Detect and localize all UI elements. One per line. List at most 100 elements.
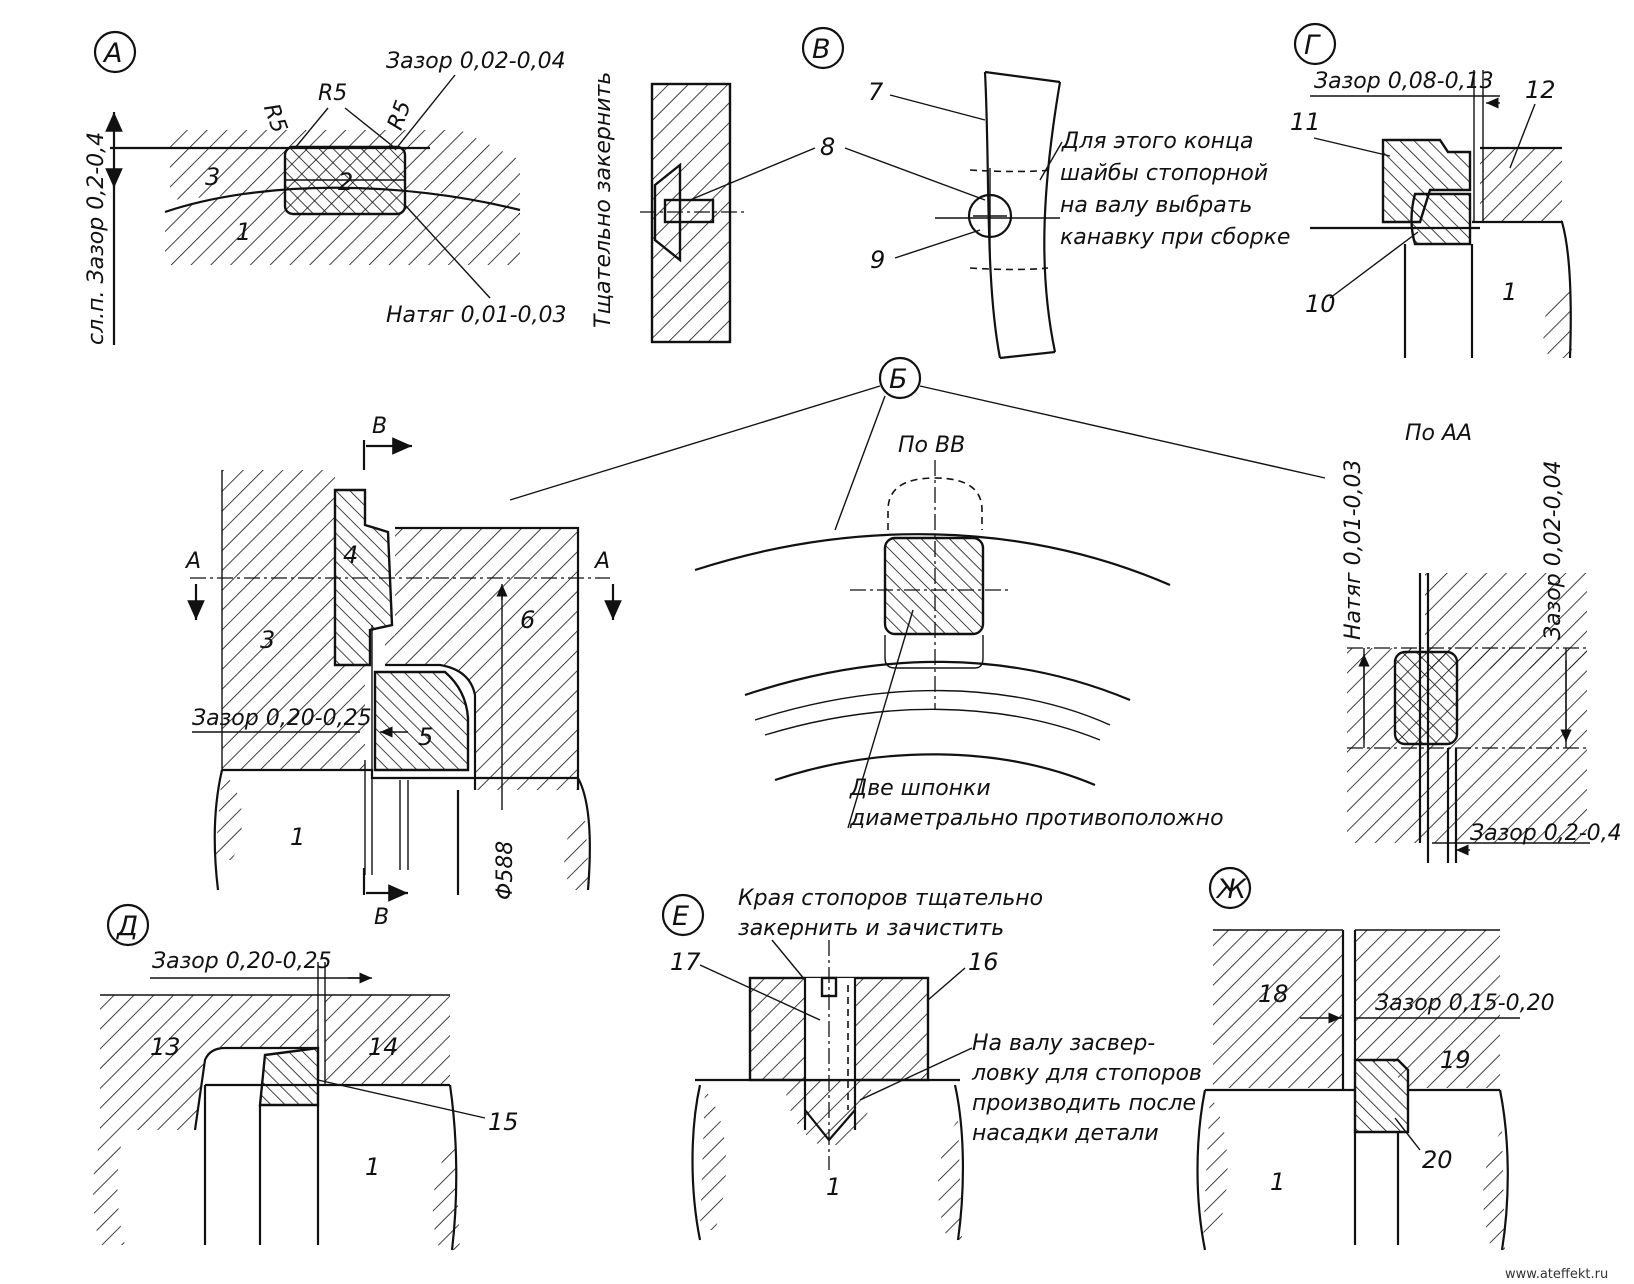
section-aa-mid-hatch: [1347, 648, 1587, 748]
view-a-part-2: 2: [338, 168, 353, 196]
view-e-part-1-label: 1: [826, 1173, 841, 1201]
view-g-part-12-hatch: [1480, 148, 1562, 223]
view-e-part-16-label: 16: [968, 948, 999, 976]
view-e-part-17-label: 17: [670, 948, 701, 976]
view-a: А Зазор 0,02-0,04 R5 R5 R5 Натяг 0,01-0,…: [84, 30, 567, 345]
view-b-leader-left: [509, 385, 881, 501]
view-a-interference: Натяг 0,01-0,03: [386, 303, 567, 328]
view-g-part-12-leader: [1509, 103, 1536, 169]
view-zh-part-20: [1353, 1058, 1410, 1134]
main-shaft-left: [213, 769, 224, 891]
view-g-part-10-label: 10: [1305, 290, 1336, 318]
main-shaft-break-left: [215, 772, 243, 860]
view-v-note-4: канавку при сборке: [1060, 225, 1290, 250]
view-v-note-2: шайбы стопорной: [1060, 161, 1268, 186]
view-d-part-1-label: 1: [365, 1153, 380, 1181]
view-e-drill-hatch: [785, 1080, 871, 1145]
section-vv-arc-4: [764, 708, 1101, 741]
view-a-body-1: [165, 187, 520, 265]
view-d-shaft-break-left: [93, 1130, 125, 1245]
view-g-shaft-break: [1543, 288, 1572, 358]
view-v-washer-right: [1043, 81, 1062, 353]
view-v-part-7-leader: [889, 94, 986, 121]
view-b-header: Б: [509, 356, 1326, 531]
section-vv: По ВВ Две шпонки диаметрально противопол…: [694, 433, 1224, 831]
view-d-shaft-step: [193, 1046, 318, 1131]
view-e-part-17-leader: [699, 964, 821, 1021]
view-e-drill-1: На валу засвер-: [972, 1031, 1155, 1056]
view-v-washer: [985, 72, 1060, 358]
section-aa-interference: Натяг 0,01-0,03: [1341, 459, 1366, 640]
view-a-part-1: 1: [236, 218, 251, 246]
section-aa-gap-right: Зазор 0,02-0,04: [1541, 460, 1566, 640]
section-aa-key: [1393, 650, 1459, 746]
section-aa: По АА Натяг 0,01-0,03 Зазор 0,02-0,04 За…: [1341, 421, 1622, 863]
view-zh-letter: Ж: [1215, 874, 1247, 905]
section-vv-key-lower: [884, 635, 984, 669]
view-a-r-mid: R5: [318, 81, 347, 106]
section-vv-arc-3: [754, 689, 1111, 726]
view-zh-break-right: [1483, 1130, 1505, 1250]
view-v-note-3: на валу выбрать: [1060, 193, 1253, 218]
view-v-washer-dash-2: [969, 267, 1049, 271]
section-vv-key: [883, 536, 985, 636]
view-v-note-1: Для этого конца: [1061, 129, 1253, 154]
section-aa-bottom-hatch: [1347, 748, 1587, 843]
view-d-circle: [106, 903, 150, 947]
view-e-circle: [661, 893, 705, 937]
main-part-3-label: 3: [260, 626, 275, 654]
view-e-drill-2: ловку для стопоров: [971, 1061, 1202, 1086]
main-a-left: А: [184, 549, 201, 574]
section-vv-arc-5: [774, 753, 1096, 787]
view-e-drill-tip: [804, 1109, 856, 1142]
main-section: А А В В 4 3 6 5 1 Зазор 0,20-0,25 Φ588: [184, 414, 622, 930]
view-a-gap-top: Зазор 0,02-0,04: [386, 49, 566, 74]
view-d-shaft-break-right: [432, 1140, 460, 1250]
view-g-gap: Зазор 0,08-0,13: [1314, 69, 1494, 94]
view-v-part-7: 7: [868, 78, 884, 106]
view-a-r-right: R5: [383, 97, 417, 133]
view-g-part-10-leader: [1329, 231, 1419, 299]
view-g-part-12-label: 12: [1525, 76, 1556, 104]
section-aa-gap-bottom: Зазор 0,2-0,4: [1470, 821, 1622, 846]
view-a-gap-leader: [394, 74, 456, 151]
main-shaft-break-right: [564, 818, 590, 890]
view-zh-shaft-left: [1196, 1089, 1207, 1251]
view-zh-part-19-label: 19: [1440, 1046, 1471, 1074]
view-d-part-15-label: 15: [488, 1108, 519, 1136]
main-b-top: В: [372, 414, 387, 439]
view-d-letter: Д: [116, 911, 138, 942]
view-d-part-15-leader: [317, 1079, 486, 1119]
view-zh-part-19: [1355, 930, 1500, 1088]
view-v-part-9-leader: [894, 229, 981, 259]
view-zh-part-1-label: 1: [1270, 1168, 1285, 1196]
view-zh-part-18: [1213, 930, 1343, 1088]
section-vv-arc-1: [694, 533, 1171, 587]
view-e-drill-4: насадки детали: [972, 1121, 1159, 1146]
view-v-part-9: 9: [870, 246, 885, 274]
view-e-break-right: [937, 1120, 962, 1240]
view-d: Д Зазор 0,20-0,25 13 14 15 1: [93, 903, 519, 1251]
view-v-circle: [801, 26, 845, 70]
view-e-edges-1: Края стопоров тщательно: [738, 886, 1043, 911]
view-e-edges-leader: [771, 939, 806, 981]
view-v-washer-left: [983, 71, 1002, 359]
view-a-int-leader: [404, 204, 491, 299]
main-shaft-top: [222, 768, 591, 891]
view-g-part-10: [1410, 192, 1472, 246]
view-v-part-8-leader-1: [689, 147, 816, 201]
view-v-part-8: 8: [820, 133, 835, 161]
view-a-letter: А: [102, 38, 122, 69]
view-d-gap: Зазор 0,20-0,25: [152, 949, 332, 974]
main-part-5: [373, 670, 470, 772]
view-d-part-14: [325, 995, 450, 1085]
section-vv-dashed-top: [887, 477, 983, 530]
view-a-circle: [93, 30, 137, 74]
section-aa-title: По АА: [1405, 421, 1472, 446]
view-v-plate: [650, 82, 732, 344]
view-e-part-16-leader: [927, 967, 966, 1001]
view-g-circle: [1293, 22, 1337, 66]
view-e-shaft-left: [691, 1084, 702, 1241]
view-e-drill-leader: [859, 1047, 973, 1101]
